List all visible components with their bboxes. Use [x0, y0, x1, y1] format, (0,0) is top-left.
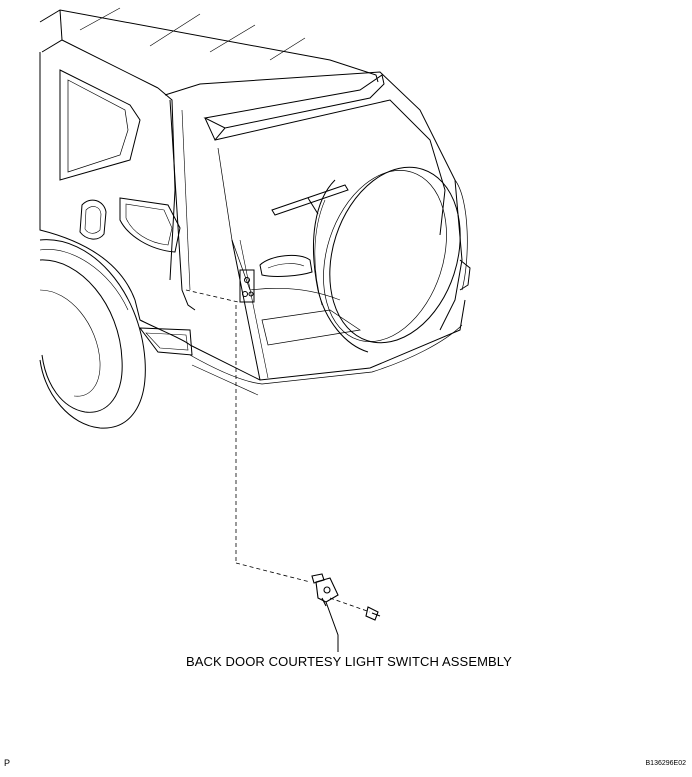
- spare-tire: [303, 150, 482, 360]
- side-body: [40, 52, 192, 355]
- callout-line: [326, 602, 338, 652]
- back-door: [165, 72, 470, 380]
- part-callout-label: BACK DOOR COURTESY LIGHT SWITCH ASSEMBLY: [186, 654, 512, 669]
- roof: [40, 8, 378, 88]
- rear-wheel: [40, 240, 145, 428]
- door-latch-area: [240, 270, 254, 302]
- figure-code: B136296E02: [645, 760, 686, 767]
- courtesy-switch-part: [312, 574, 380, 620]
- rear-bumper: [190, 300, 465, 395]
- leader-lines: [186, 290, 370, 612]
- corner-mark: P: [4, 758, 11, 768]
